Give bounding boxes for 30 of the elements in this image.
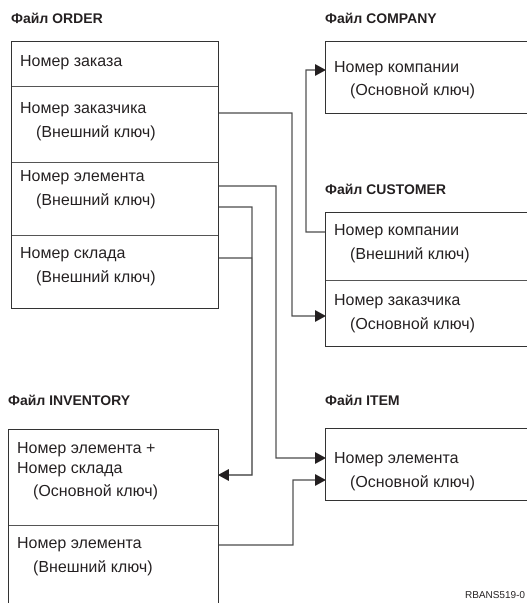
field-name: Номер компании xyxy=(334,221,460,241)
connector-arrow xyxy=(218,112,326,322)
key-type-label: (Внешний ключ) xyxy=(36,123,156,143)
field-name: Номер заказчика xyxy=(334,291,462,311)
field-name: Номер элемента xyxy=(334,449,460,469)
key-type-label: (Внешний ключ) xyxy=(350,245,470,265)
file-heading: Файл INVENTORY xyxy=(8,392,130,408)
file-heading: Файл ITEM xyxy=(325,392,400,408)
key-type-label: (Основной ключ) xyxy=(350,81,475,101)
field-name: Номер склада xyxy=(20,244,126,264)
figure-id: RBANS519-0 xyxy=(464,590,525,601)
field-name: Номер заказчика xyxy=(20,99,148,119)
key-type-label: (Внешний ключ) xyxy=(33,558,153,578)
field-name: Номер элемента xyxy=(17,534,143,554)
file-heading: Файл ORDER xyxy=(11,10,103,26)
field-name: Номер компании xyxy=(334,58,460,78)
field-name: Номер заказа xyxy=(20,52,124,72)
field-name: Номер элемента xyxy=(20,167,146,187)
key-type-label: (Основной ключ) xyxy=(33,482,158,502)
key-type-label: (Внешний ключ) xyxy=(36,268,156,288)
connector-arrow xyxy=(218,185,326,464)
key-type-label: (Основной ключ) xyxy=(350,473,475,493)
connector-arrow xyxy=(305,64,326,233)
connector-arrow xyxy=(218,474,326,546)
key-type-label: (Внешний ключ) xyxy=(36,191,156,211)
file-heading: Файл COMPANY xyxy=(325,10,437,26)
file-heading: Файл CUSTOMER xyxy=(325,181,446,197)
key-type-label: (Основной ключ) xyxy=(350,315,475,335)
field-name: Номер элемента + Номер склада xyxy=(17,439,156,479)
connector-arrow xyxy=(218,257,253,481)
